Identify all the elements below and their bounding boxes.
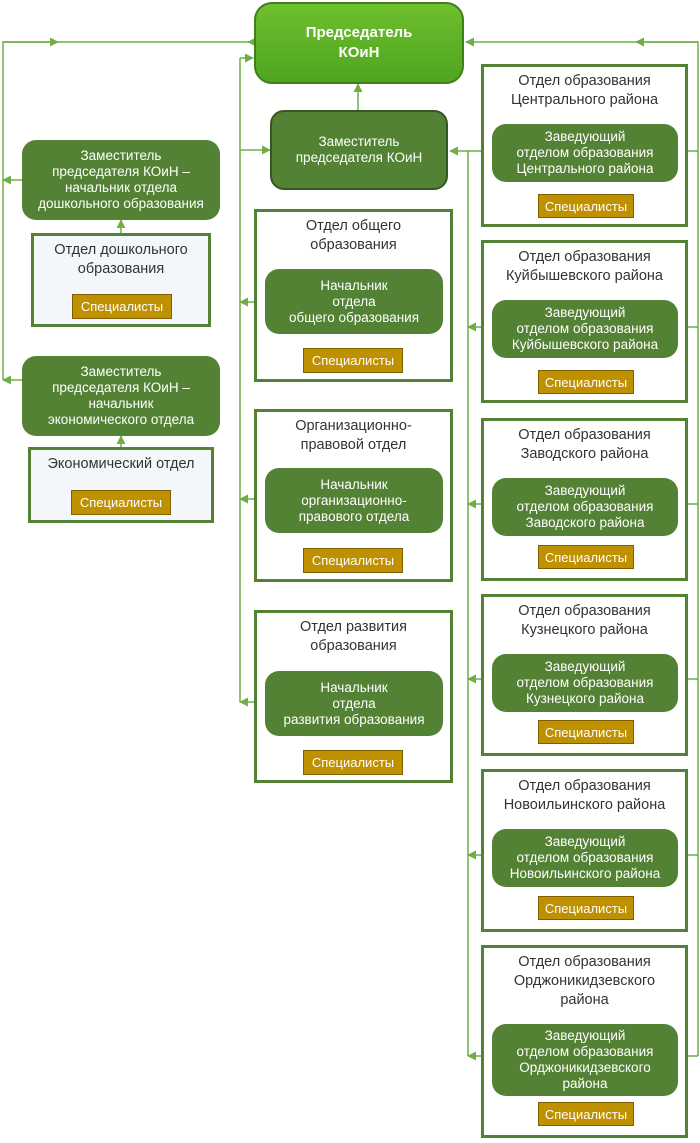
head-box: Начальник отдела развития образования <box>265 671 443 736</box>
head-box: Заведующий отделом образования Заводског… <box>492 478 678 536</box>
dept-title: Отдел развития образования <box>300 619 407 654</box>
dept-title: Отдел образования Заводского района <box>518 427 651 462</box>
dept-district-novoilinsky: Отдел образования Новоильинского района … <box>481 769 688 932</box>
dept-district-central: Отдел образования Центрального района За… <box>481 64 688 227</box>
specialists-box: Специалисты <box>303 348 403 373</box>
specialists-box: Специалисты <box>303 750 403 775</box>
specialists-box: Специалисты <box>538 896 634 920</box>
specialists-box: Специалисты <box>72 294 172 319</box>
dept-title: Отдел образования Куйбышевского района <box>505 249 663 284</box>
dept-title: Отдел образования Центрального района <box>510 73 659 108</box>
specialists-box: Специалисты <box>303 548 403 573</box>
dept-economic-box: Экономический отдел Специалисты <box>28 447 214 523</box>
head-box: Заведующий отделом образования Центральн… <box>492 124 678 182</box>
head-box: Заведующий отделом образования Кузнецког… <box>492 654 678 712</box>
head-box: Начальник отдела общего образования <box>265 269 443 334</box>
deputy-economic-box: Заместитель председателя КОиН – начальни… <box>22 356 220 436</box>
dept-district-kuznetsk: Отдел образования Кузнецкого района Заве… <box>481 594 688 756</box>
specialists-box: Специалисты <box>538 545 634 569</box>
dept-district-ordzhonikidze: Отдел образования Орджоникидзевского рай… <box>481 945 688 1138</box>
dept-development: Отдел развития образования Начальник отд… <box>254 610 453 783</box>
deputy-chairman-box: Заместитель председателя КОиН <box>270 110 448 190</box>
head-box: Начальник организационно- правового отде… <box>265 468 443 533</box>
dept-district-zavodsky: Отдел образования Заводского района Заве… <box>481 418 688 581</box>
specialists-box: Специалисты <box>538 194 634 218</box>
dept-title: Организационно- правовой отдел <box>295 418 412 453</box>
specialists-box: Специалисты <box>71 490 171 515</box>
specialists-box: Специалисты <box>538 1102 634 1126</box>
dept-title: Отдел общего образования <box>305 218 402 253</box>
specialists-box: Специалисты <box>538 370 634 394</box>
dept-general-education: Отдел общего образования Начальник отдел… <box>254 209 453 382</box>
dept-title: Отдел образования Новоильинского района <box>503 778 666 813</box>
dept-economic-title: Экономический отдел <box>47 456 195 472</box>
head-box: Заведующий отделом образования Новоильин… <box>492 829 678 887</box>
dept-legal: Организационно- правовой отдел Начальник… <box>254 409 453 582</box>
head-box: Заведующий отделом образования Орджоники… <box>492 1024 678 1096</box>
chairman-box: Председатель КОиН <box>254 2 464 84</box>
deputy-preschool-box: Заместитель председателя КОиН – начальни… <box>22 140 220 220</box>
dept-title: Отдел образования Кузнецкого района <box>518 603 651 638</box>
dept-title: Отдел образования Орджоникидзевского рай… <box>513 954 656 1008</box>
dept-district-kuibyshev: Отдел образования Куйбышевского района З… <box>481 240 688 403</box>
head-box: Заведующий отделом образования Куйбышевс… <box>492 300 678 358</box>
specialists-box: Специалисты <box>538 720 634 744</box>
dept-preschool-title: Отдел дошкольного образования <box>54 242 188 277</box>
dept-preschool-box: Отдел дошкольного образования Специалист… <box>31 233 211 327</box>
